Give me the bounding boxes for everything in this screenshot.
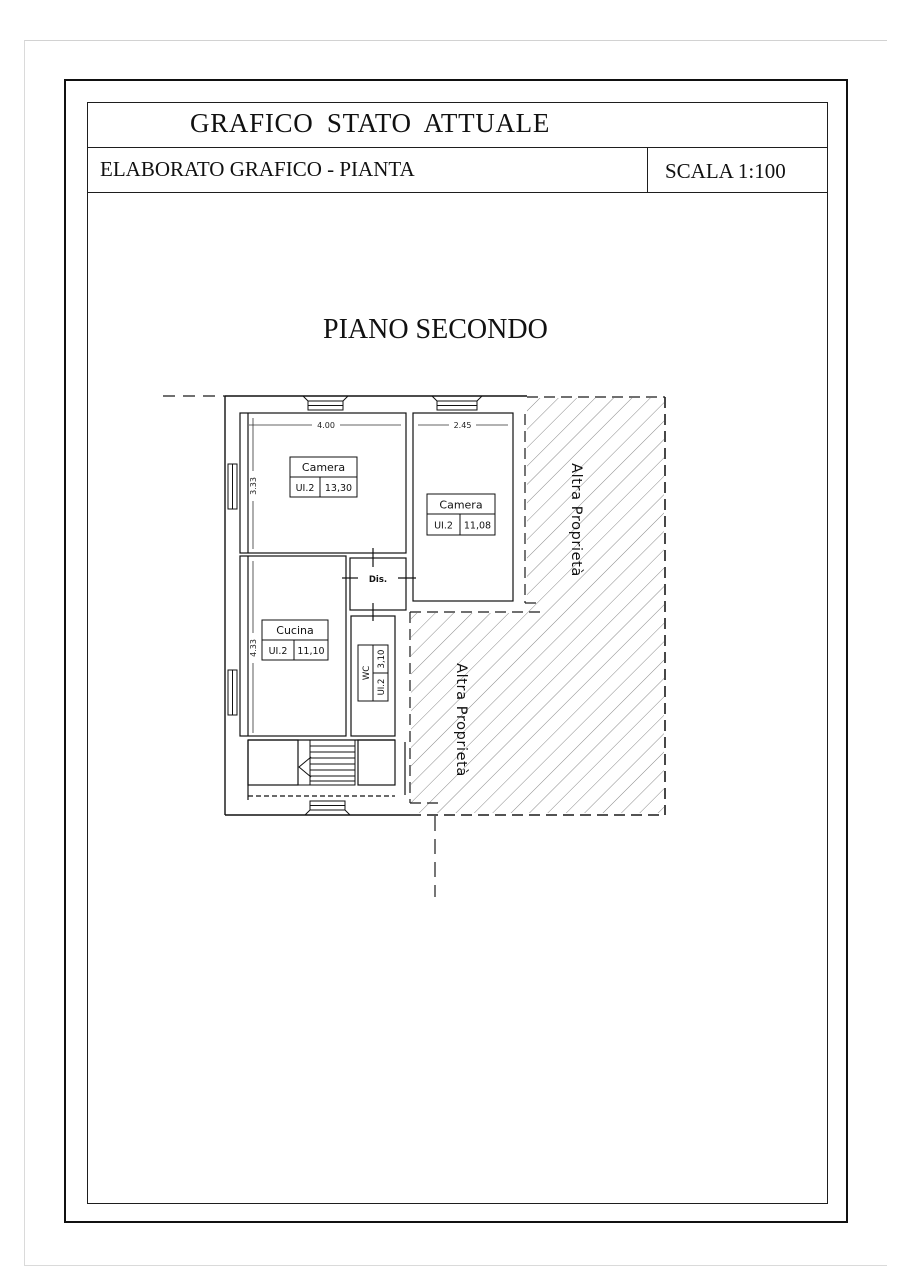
stair-outline [297,739,356,786]
dimension-camera-1-width: 4.00 [317,421,335,430]
floor-title: PIANO SECONDO [323,314,548,345]
neighbor-property-hatch [411,398,664,813]
corridor-label: Dis. [369,575,387,585]
neighbor-label-upper: Altra Proprietà [568,463,584,577]
stair-direction-arrow [298,756,312,778]
property-boundary-dashed [163,395,666,897]
window-left-cucina [227,669,238,716]
window-top-camera-1 [302,395,349,411]
room-unit: UI.2 [269,646,288,657]
dimension-cucina-depth: 4.33 [249,639,258,657]
room-area: 11,10 [297,646,324,657]
windows [227,395,483,816]
scanned-page-edge [24,40,887,1266]
room-camera-2 [412,412,514,602]
floor-plan: Dis. 4.00 3.33 2.45 4.33 Camera UI.2 13,… [163,395,666,897]
room-area: 13,30 [325,483,352,494]
title-block-header: GRAFICO STATO ATTUALE [88,103,827,148]
room-cucina [239,555,347,737]
room-label-camera-1: Camera UI.2 13,30 [289,456,358,498]
neighbor-label-lower: Altra Proprietà [453,663,469,777]
dimension-lines [249,418,508,733]
landing-right-block [357,739,396,786]
title-block-info: ELABORATO GRAFICO - PIANTA SCALA 1:100 [88,148,827,193]
landing-left-block [247,739,299,786]
scale-cell: SCALA 1:100 [647,148,827,192]
window-left-camera-1 [227,463,238,510]
room-name: Camera [439,499,482,512]
window-top-camera-2 [431,395,483,411]
room-area: 3,10 [377,650,387,669]
staircase [297,739,356,786]
dimension-camera-1-depth: 3.33 [249,477,258,495]
room-label-camera-2: Camera UI.2 11,08 [426,493,496,536]
room-disimpegno [349,557,407,611]
room-camera-1 [239,412,407,554]
room-label-cucina: Cucina UI.2 11,10 [261,619,329,661]
drawing-scale: SCALA 1:100 [665,159,786,183]
drawing-subtitle: ELABORATO GRAFICO - PIANTA [100,157,415,181]
room-name: WC [362,666,372,680]
room-label-wc: WC UI.2 3,10 [357,644,389,702]
door-openings [342,548,416,621]
dimension-camera-2-width: 2.45 [454,421,472,430]
room-name: Cucina [276,624,313,637]
room-unit: UI.2 [434,521,453,532]
room-unit: UI.2 [377,679,387,696]
room-unit: UI.2 [296,483,315,494]
room-area: 11,08 [464,521,491,532]
drawing-inner-frame: GRAFICO STATO ATTUALE ELABORATO GRAFICO … [87,102,828,1204]
drawing-outer-frame [64,79,848,1223]
window-bottom-stairs [304,800,351,816]
exterior-walls [224,395,527,816]
room-name: Camera [302,461,345,474]
drawing-title: GRAFICO STATO ATTUALE [190,108,551,138]
